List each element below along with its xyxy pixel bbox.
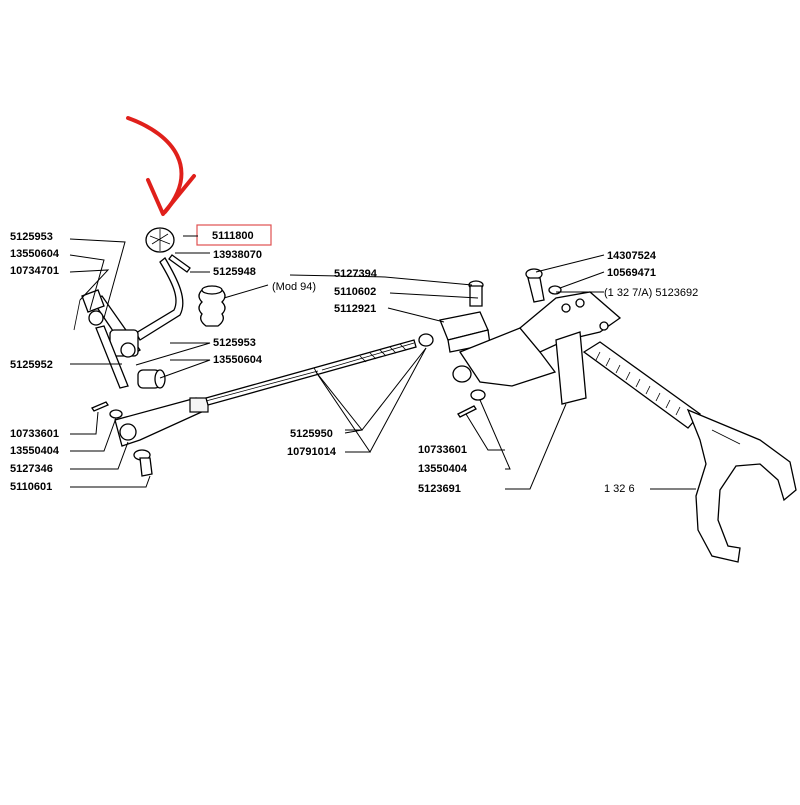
label-5127346: 5127346 <box>10 463 53 475</box>
label-5123692: (1 32 7/A) 5123692 <box>604 287 698 299</box>
part-labels: 5125953 13550604 10734701 5125952 511180… <box>10 230 698 495</box>
label-5125953-b: 5125953 <box>213 337 256 349</box>
label-14307524: 14307524 <box>607 250 657 262</box>
label-5112921: 5112921 <box>334 303 376 315</box>
label-5125948: 5125948 <box>213 266 256 278</box>
highlight-arrow <box>126 116 196 216</box>
label-5125952: 5125952 <box>10 359 53 371</box>
label-5111800: 5111800 <box>212 230 254 242</box>
label-10791014: 10791014 <box>287 446 337 458</box>
label-5125950: 5125950 <box>290 428 333 440</box>
center-rod <box>205 333 434 406</box>
label-13550404-b: 13550404 <box>418 463 468 475</box>
right-fork-assembly <box>439 268 797 563</box>
label-13550404-a: 13550404 <box>10 445 60 457</box>
label-5110602: 5110602 <box>334 286 376 298</box>
label-5110601: 5110601 <box>10 481 52 493</box>
highlight-box <box>196 224 272 246</box>
label-5125953-a: 5125953 <box>10 231 53 243</box>
label-10733601-b: 10733601 <box>418 444 467 456</box>
label-13550604-b: 13550604 <box>213 354 263 366</box>
label-5123691: 5123691 <box>418 483 461 495</box>
label-13550604-a: 13550604 <box>10 248 60 260</box>
leader-lines <box>69 235 696 490</box>
label-1326: 1 32 6 <box>604 483 635 495</box>
label-mod94: (Mod 94) <box>272 281 316 293</box>
label-10733601-a: 10733601 <box>10 428 59 440</box>
label-5127394: 5127394 <box>334 268 378 280</box>
label-10734701: 10734701 <box>10 265 59 277</box>
label-10569471: 10569471 <box>607 267 656 279</box>
label-13938070: 13938070 <box>213 249 262 261</box>
left-linkage-assembly <box>73 227 226 477</box>
